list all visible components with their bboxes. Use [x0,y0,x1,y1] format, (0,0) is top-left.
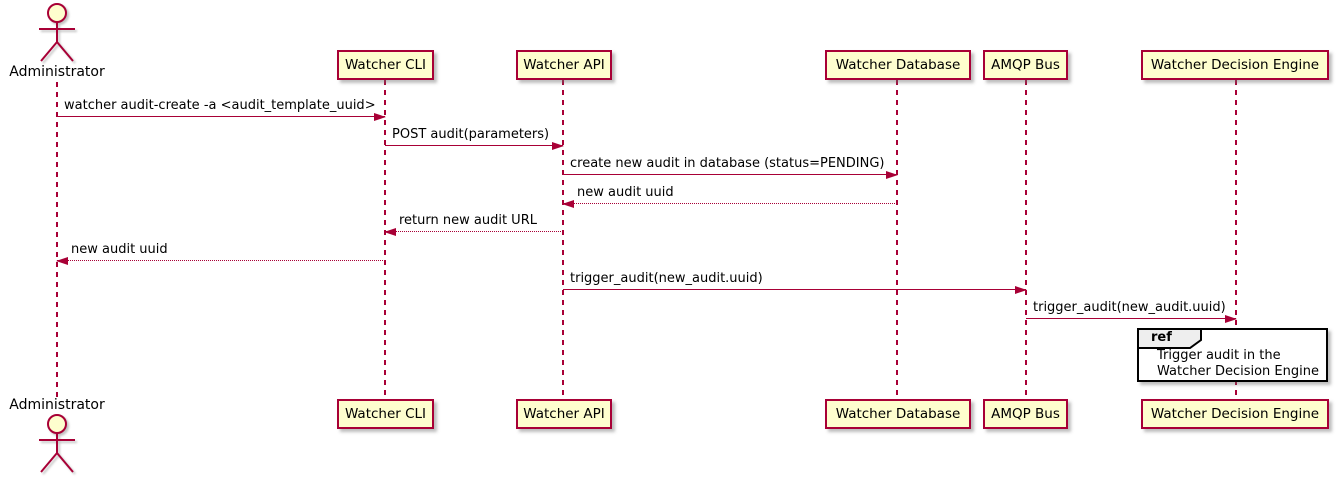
message-label: new audit uuid [577,185,674,200]
participant-watcher-cli-bottom: Watcher CLI [337,399,434,429]
message-label: return new audit URL [399,213,537,228]
arrowhead-left-icon [56,257,68,265]
participant-amqp-bus-bottom: AMQP Bus [983,399,1068,429]
lifeline-amqp-bus [1025,80,1027,399]
message-line [57,116,385,117]
message-line [385,145,563,146]
message-line [385,231,563,232]
participant-watcher-api-bottom: Watcher API [516,399,612,429]
arrowhead-left-icon [384,228,396,236]
arrowhead-right-icon [1225,315,1237,323]
ref-text-line2: Watcher Decision Engine [1157,364,1319,379]
actor-label: Administrator [9,64,105,80]
participant-watcher-decision-engine-top: Watcher Decision Engine [1141,50,1329,80]
participant-amqp-bus-top: AMQP Bus [983,50,1068,80]
arrowhead-right-icon [1015,286,1027,294]
arrowhead-left-icon [562,200,574,208]
lifeline-watcher-cli [384,80,386,399]
message-line [563,203,897,204]
ref-fragment: ref Trigger audit in the Watcher Decisio… [1137,328,1328,382]
arrowhead-right-icon [886,171,898,179]
participant-watcher-cli-top: Watcher CLI [337,50,434,80]
actor-label: Administrator [9,397,105,413]
arrowhead-right-icon [374,113,386,121]
participant-watcher-database-bottom: Watcher Database [825,399,971,429]
message-label: trigger_audit(new_audit.uuid) [570,271,763,286]
arrowhead-right-icon [552,142,564,150]
ref-keyword: ref [1151,330,1172,345]
message-new-audit-uuid-db: new audit uuid [562,184,897,208]
message-label: watcher audit-create -a <audit_template_… [64,98,376,113]
ref-tab-icon [1137,328,1202,349]
actor-icon [39,3,75,62]
message-create-audit-db: create new audit in database (status=PEN… [563,155,898,179]
actor-icon [39,414,75,473]
lifeline-administrator [56,82,58,397]
participant-watcher-decision-engine-bottom: Watcher Decision Engine [1141,399,1329,429]
message-label: create new audit in database (status=PEN… [570,156,885,171]
participant-watcher-database-top: Watcher Database [825,50,971,80]
message-label: POST audit(parameters) [392,127,550,142]
ref-text: Trigger audit in the Watcher Decision En… [1157,348,1319,380]
ref-text-line1: Trigger audit in the [1157,348,1281,363]
message-audit-create: watcher audit-create -a <audit_template_… [57,97,386,121]
message-new-audit-uuid-admin: new audit uuid [56,241,385,265]
actor-administrator-top: Administrator [0,2,114,80]
message-trigger-audit-engine: trigger_audit(new_audit.uuid) [1026,299,1237,323]
message-line [563,289,1026,290]
message-line [563,174,897,175]
message-post-audit: POST audit(parameters) [385,126,564,150]
actor-administrator-bottom: Administrator [0,397,114,475]
participant-watcher-api-top: Watcher API [516,50,612,80]
message-trigger-audit-amqp: trigger_audit(new_audit.uuid) [563,270,1027,294]
lifeline-watcher-decision-engine [1235,80,1237,399]
message-line [1026,318,1236,319]
lifeline-watcher-database [896,80,898,399]
message-label: trigger_audit(new_audit.uuid) [1033,300,1226,315]
message-return-audit-url: return new audit URL [384,212,563,236]
lifeline-watcher-api [562,80,564,399]
message-label: new audit uuid [71,242,168,257]
message-line [57,260,385,261]
